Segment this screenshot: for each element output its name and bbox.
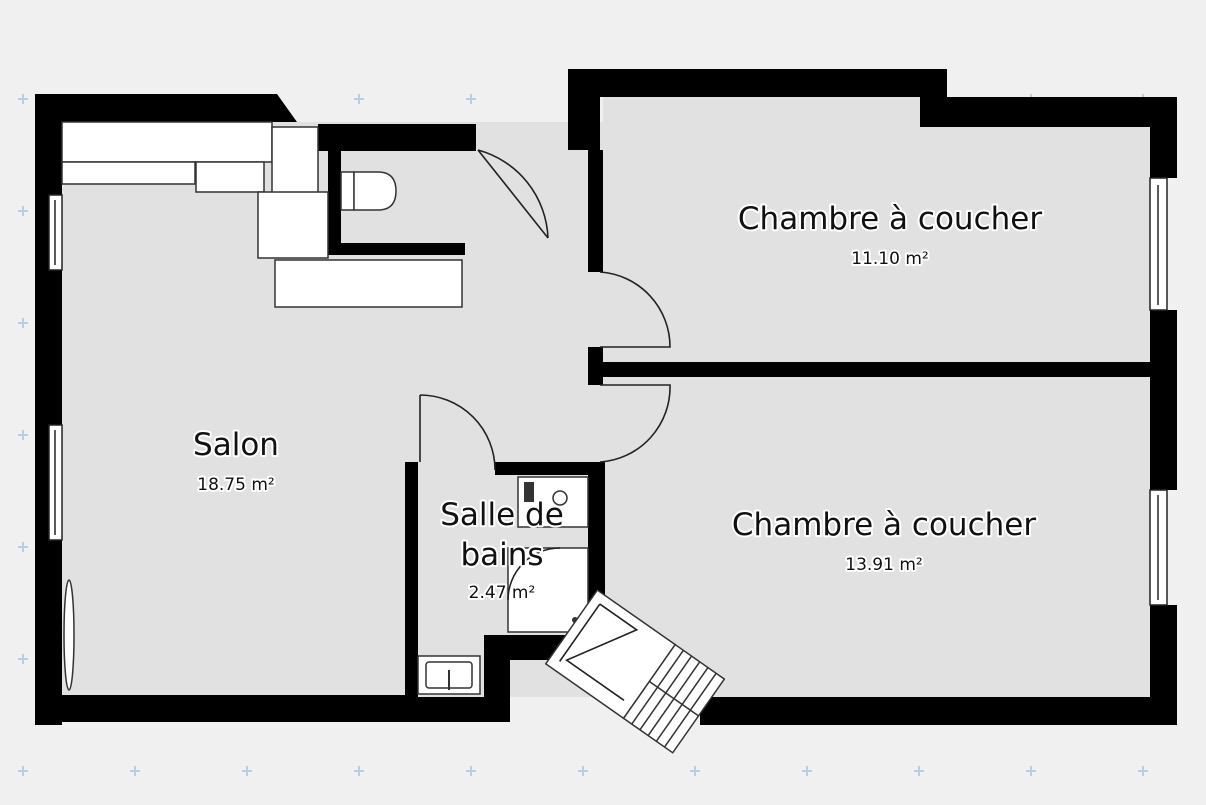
bedroom-1-floor bbox=[603, 97, 1150, 362]
wall-bedroom-left-top bbox=[588, 150, 603, 272]
grid-plus-icon bbox=[1138, 766, 1148, 776]
grid-plus-icon bbox=[18, 542, 28, 552]
kitchen bbox=[61, 121, 463, 308]
stair-divider bbox=[648, 680, 699, 717]
grid-plus-icon bbox=[466, 94, 476, 104]
wall-right-1 bbox=[1150, 310, 1177, 490]
grid-plus-icon bbox=[18, 94, 28, 104]
door-swing-icon bbox=[419, 394, 496, 471]
room-labels: Salon 18.75 m² Chambre à coucher 11.10 m… bbox=[191, 199, 1044, 605]
wall-wc-bottom bbox=[328, 243, 465, 255]
walls bbox=[35, 69, 1177, 725]
fridge bbox=[271, 126, 319, 196]
bedroom-1-name: Chambre à coucher bbox=[738, 201, 1042, 237]
bathroom-name-line-1: Salle de bbox=[440, 497, 564, 533]
door-swing-icon bbox=[507, 547, 561, 601]
wall-bath-top-right bbox=[495, 462, 605, 475]
grid-plus-icon bbox=[18, 766, 28, 776]
bathroom-fixtures bbox=[417, 476, 589, 695]
grid-plus-icon bbox=[242, 766, 252, 776]
grid-plus-icon bbox=[130, 766, 140, 776]
salon-area: 18.75 m² bbox=[197, 475, 274, 495]
grid-plus-icon bbox=[914, 766, 924, 776]
grid-plus-icon bbox=[18, 654, 28, 664]
grid-plus-icon bbox=[354, 766, 364, 776]
kitchen-cabinet bbox=[195, 161, 265, 193]
washing-machine-icon bbox=[517, 476, 589, 528]
wall-salon-left-1 bbox=[35, 195, 52, 270]
shower-icon bbox=[507, 547, 589, 633]
door-swing-icon bbox=[477, 149, 549, 239]
grid-plus-icon bbox=[1026, 766, 1036, 776]
kitchen-island bbox=[274, 259, 463, 308]
bathroom-name-line-2: bains bbox=[460, 537, 543, 573]
grid-plus-icon bbox=[18, 318, 28, 328]
door-swing-icon bbox=[599, 384, 671, 463]
bathroom-area: 2.47 m² bbox=[469, 583, 536, 603]
wc bbox=[340, 149, 549, 243]
grid-plus-icon bbox=[578, 766, 588, 776]
radiator-icon bbox=[63, 579, 75, 691]
grid-plus-icon bbox=[802, 766, 812, 776]
wall-bedrooms-divider bbox=[600, 362, 1177, 377]
kitchen-counter-top bbox=[61, 121, 273, 163]
wall-wc-left bbox=[328, 150, 341, 255]
hall-floor bbox=[475, 137, 605, 467]
kitchen-counter-low bbox=[61, 161, 196, 185]
bedroom-1-area: 11.10 m² bbox=[851, 249, 928, 269]
kitchen-tall-unit bbox=[257, 191, 329, 259]
wall-salon-top bbox=[35, 94, 297, 195]
grid-plus-icon bbox=[18, 430, 28, 440]
wall-salon-left-3 bbox=[35, 425, 52, 540]
grid-plus-icon bbox=[466, 766, 476, 776]
salon-name: Salon bbox=[193, 427, 279, 463]
wall-bedroom-left-mid bbox=[588, 347, 603, 385]
bedroom-2-floor bbox=[603, 377, 1150, 697]
doors bbox=[419, 271, 671, 471]
wall-wc-top bbox=[318, 124, 476, 151]
grid-plus-icon bbox=[18, 206, 28, 216]
wall-salon-left-2 bbox=[35, 270, 62, 425]
wall-bath-right bbox=[588, 462, 605, 612]
bedroom-2-name: Chambre à coucher bbox=[732, 507, 1036, 543]
windows bbox=[48, 177, 1168, 606]
sink-icon bbox=[417, 655, 481, 695]
toilet-icon bbox=[340, 171, 397, 211]
door-swing-icon bbox=[599, 271, 671, 348]
grid-plus-icon bbox=[354, 94, 364, 104]
wall-bottom-left bbox=[35, 462, 510, 722]
bedroom-2-area: 13.91 m² bbox=[845, 555, 922, 575]
wall-bedroom-top bbox=[568, 69, 1177, 178]
wall-bedroom-2-bottom bbox=[700, 697, 1177, 725]
wall-salon-left-4 bbox=[35, 540, 62, 725]
grid-plus-icon bbox=[690, 766, 700, 776]
stairs-icon bbox=[544, 589, 726, 754]
